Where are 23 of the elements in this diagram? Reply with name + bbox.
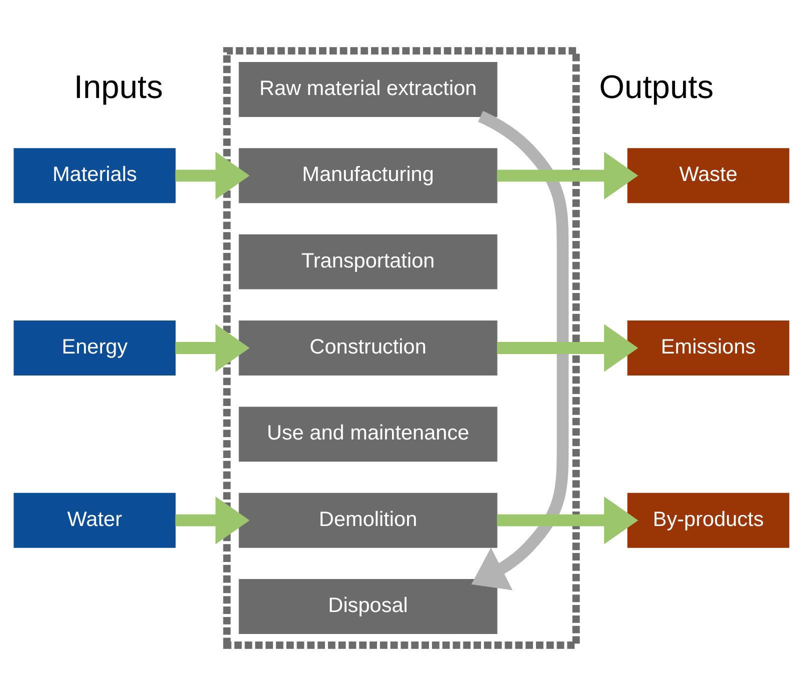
node-box: Water [14, 492, 176, 548]
node-box: Manufacturing [238, 148, 498, 204]
arrow [497, 324, 638, 372]
label: Inputs [74, 68, 163, 105]
label: Outputs [599, 68, 714, 105]
node-box: Waste [627, 148, 790, 204]
node-box: Emissions [627, 320, 790, 376]
arrow [175, 324, 250, 372]
node-box: Disposal [238, 579, 498, 634]
arrow [497, 496, 638, 544]
node-box: Raw material extraction [238, 62, 498, 117]
node-box: Transportation [238, 234, 498, 290]
node-box: Energy [14, 320, 176, 376]
node-box: Use and maintenance [238, 406, 498, 462]
arrow [175, 496, 250, 544]
cluster [223, 47, 580, 649]
node-box: By-products [627, 492, 790, 548]
arrow [175, 152, 250, 200]
arrow [471, 110, 569, 590]
node-box: Materials [14, 148, 176, 204]
node-box: Demolition [238, 492, 498, 548]
arrow [497, 152, 638, 200]
node-box: Construction [238, 320, 498, 376]
